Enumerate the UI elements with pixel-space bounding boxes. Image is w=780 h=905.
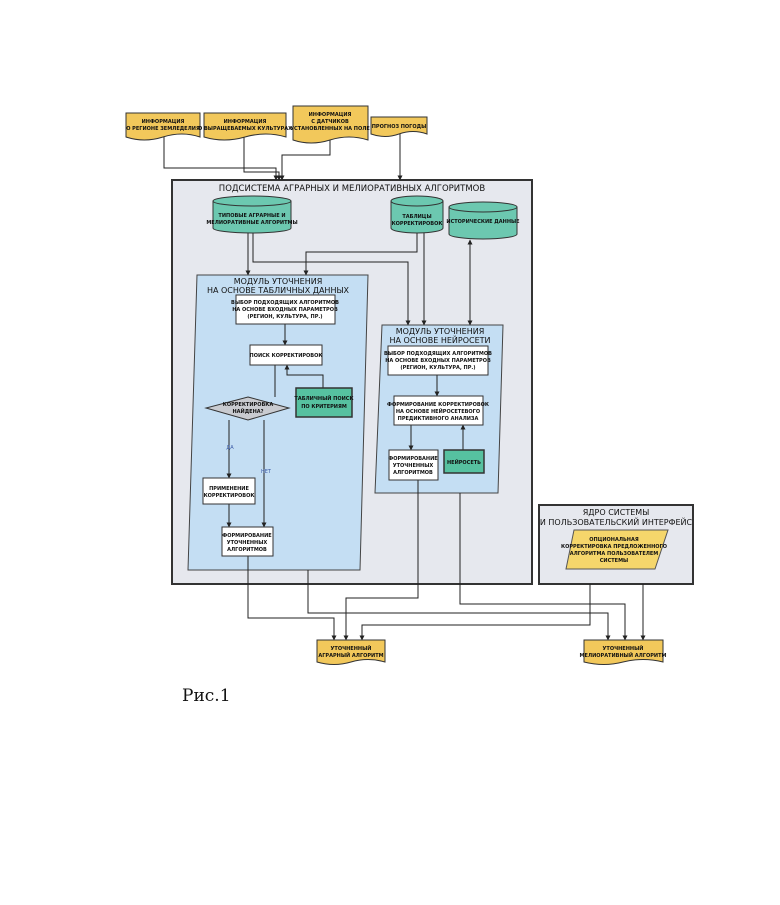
input-sensors-line-2: С ДАТЧИКОВ bbox=[311, 119, 349, 125]
db-tables-line-2: КОРРЕКТИРОВОК bbox=[392, 221, 444, 227]
nn-predict-line-3: ПРЕДИКТИВНОГО АНАЛИЗА bbox=[398, 416, 479, 422]
table-module-title-line-2: НА ОСНОВЕ ТАБЛИЧНЫХ ДАННЫХ bbox=[207, 286, 350, 295]
table-lookup-box bbox=[296, 388, 352, 417]
nn-predict-line-1: ФОРМИРОВАНИЕ КОРРЕКТИРОВОК bbox=[387, 402, 490, 408]
nn-select-line-1: ВЫБОР ПОДХОДЯЩИХ АЛГОРИТМОВ bbox=[384, 351, 492, 357]
core-option-line-1: ОПЦИОНАЛЬНАЯ bbox=[589, 537, 639, 543]
input-sensors-line-1: ИНФОРМАЦИЯ bbox=[309, 112, 352, 118]
output-agro-line-2: АГРАРНЫЙ АЛГОРИТМ bbox=[318, 651, 383, 659]
table-lookup-line-1: ТАБЛИЧНЫЙ ПОИСК bbox=[294, 394, 354, 402]
table-lookup-line-2: ПО КРИТЕРИЯМ bbox=[301, 404, 347, 410]
input-weather-line-1: ПРОГНОЗ ПОГОДЫ bbox=[372, 124, 427, 130]
input-region-line-2: О РЕГИОНЕ ЗЕМЛЕДЕЛИЯ bbox=[126, 126, 200, 132]
input-region-line-1: ИНФОРМАЦИЯ bbox=[142, 119, 185, 125]
nn-module-title-line-2: НА ОСНОВЕ НЕЙРОСЕТИ bbox=[390, 334, 491, 345]
table-form-line-1: ФОРМИРОВАНИЕ bbox=[222, 533, 272, 539]
table-select-line-1: ВЫБОР ПОДХОДЯЩИХ АЛГОРИТМОВ bbox=[231, 300, 339, 306]
nn-select-line-3: (РЕГИОН, КУЛЬТУРА, ПР.) bbox=[400, 365, 475, 371]
nn-predict-line-2: НА ОСНОВЕ НЕЙРОСЕТЕВОГО bbox=[396, 407, 480, 415]
decision-line-2: НАЙДЕНА? bbox=[232, 407, 263, 415]
table-form-line-2: УТОЧНЕННЫХ bbox=[227, 540, 268, 546]
db-historical-data: ИСТОРИЧЕСКИЕ ДАННЫЕ bbox=[446, 202, 520, 239]
db-history-line-1: ИСТОРИЧЕСКИЕ ДАННЫЕ bbox=[446, 219, 520, 225]
db-typical-line-1: ТИПОВЫЕ АГРАРНЫЕ И bbox=[218, 213, 285, 219]
output-agro-line-1: УТОЧНЕННЫЙ bbox=[331, 644, 372, 652]
input-sensors-line-3: УСТАНОВЛЕННЫХ НА ПОЛЕ bbox=[290, 126, 370, 132]
core-option-line-3: АЛГОРИТМА ПОЛЬЗОВАТЕЛЕМ bbox=[570, 551, 659, 557]
db-tables-line-1: ТАБЛИЦЫ bbox=[402, 214, 431, 220]
nn-form-line-2: УТОЧНЕННЫХ bbox=[393, 463, 434, 469]
nn-form-line-3: АЛГОРИТМОВ bbox=[393, 470, 433, 476]
table-select-line-3: (РЕГИОН, КУЛЬТУРА, ПР.) bbox=[247, 314, 322, 320]
subsystem-title: ПОДСИСТЕМА АГРАРНЫХ И МЕЛИОРАТИВНЫХ АЛГО… bbox=[219, 184, 486, 194]
nn-network-line-1: НЕЙРОСЕТЬ bbox=[447, 458, 481, 466]
figure-caption: Рис.1 bbox=[182, 686, 231, 706]
decision-line-1: КОРРЕКТИРОВКА bbox=[223, 402, 274, 408]
output-melio-line-1: УТОЧНЕННЫЙ bbox=[603, 644, 644, 652]
nn-select-line-2: НА ОСНОВЕ ВХОДНЫХ ПАРАМЕТРОВ bbox=[385, 358, 491, 364]
nn-form-line-1: ФОРМИРОВАНИЕ bbox=[388, 456, 438, 462]
table-apply-line-2: КОРРЕКТИРОВОК bbox=[204, 493, 256, 499]
core-title-line-2: И ПОЛЬЗОВАТЕЛЬСКИЙ ИНТЕРФЕЙС bbox=[540, 516, 693, 527]
db-typical-line-2: МЕЛИОРАТИВНЫЕ АЛГОРИТМЫ bbox=[206, 220, 297, 226]
table-module-title-line-1: МОДУЛЬ УТОЧНЕНИЯ bbox=[234, 277, 323, 286]
table-form-line-3: АЛГОРИТМОВ bbox=[227, 547, 267, 553]
db-typical-algorithms: ТИПОВЫЕ АГРАРНЫЕ И МЕЛИОРАТИВНЫЕ АЛГОРИТ… bbox=[206, 196, 297, 233]
core-option-line-2: КОРРЕКТИРОВКА ПРЕДЛОЖЕННОГО bbox=[561, 544, 667, 550]
table-search-line-1: ПОИСК КОРРЕКТИРОВОК bbox=[250, 353, 324, 359]
table-select-line-2: НА ОСНОВЕ ВХОДНЫХ ПАРАМЕТРОВ bbox=[232, 307, 338, 313]
decision-no-label: НЕТ bbox=[261, 469, 272, 475]
input-crops-line-1: ИНФОРМАЦИЯ bbox=[224, 119, 267, 125]
core-option-line-4: СИСТЕМЫ bbox=[600, 558, 629, 564]
output-melio-line-2: МЕЛИОРАТИВНЫЙ АЛГОРИТМ bbox=[580, 651, 667, 659]
input-crops-line-2: О ВЫРАЩЕВАЕМЫХ КУЛЬТУРАХ bbox=[198, 126, 292, 132]
nn-module-title-line-1: МОДУЛЬ УТОЧНЕНИЯ bbox=[396, 327, 485, 336]
table-apply-line-1: ПРИМЕНЕНИЕ bbox=[209, 486, 249, 492]
core-title-line-1: ЯДРО СИСТЕМЫ bbox=[583, 508, 650, 517]
decision-yes-label: ДА bbox=[226, 445, 234, 451]
db-correction-tables: ТАБЛИЦЫ КОРРЕКТИРОВОК bbox=[391, 196, 443, 233]
